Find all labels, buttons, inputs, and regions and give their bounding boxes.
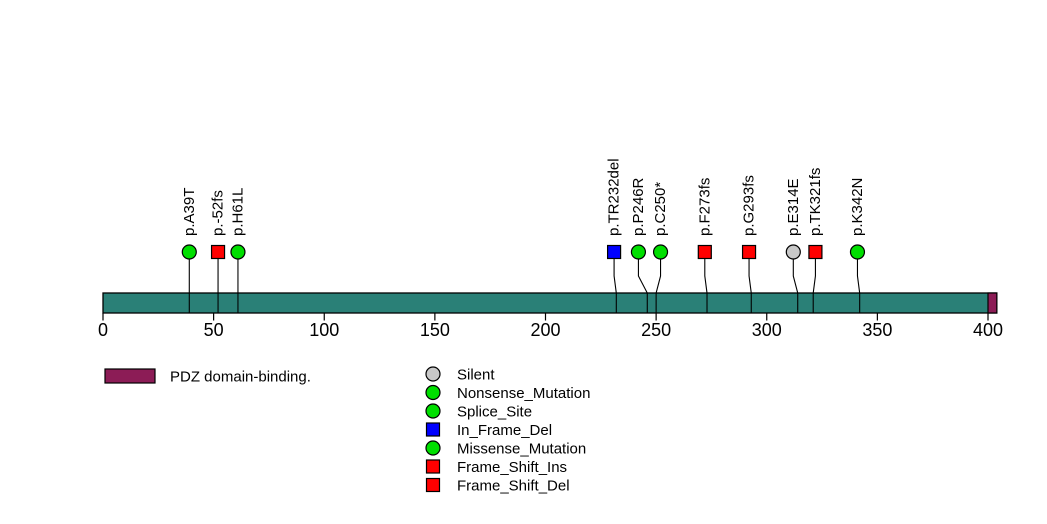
legend-circle-marker <box>425 403 441 419</box>
protein-domain <box>987 292 998 314</box>
mutation-label: p.G293fs <box>741 175 758 236</box>
mutation-label: p.TR232del <box>606 158 623 236</box>
mutation-label: p.E314E <box>785 178 802 236</box>
legend-square-marker <box>425 477 441 493</box>
mutation-stem <box>792 259 799 313</box>
legend-circle-marker <box>425 440 441 456</box>
axis-tick-label: 50 <box>204 320 224 340</box>
protein-bar <box>102 292 998 314</box>
mutation-label: p.K342N <box>849 178 866 236</box>
legend-square-marker <box>425 459 441 474</box>
legend-domain-swatch <box>104 368 156 384</box>
legend-label: Missense_Mutation <box>457 440 586 457</box>
mutation-label: p.A39T <box>181 188 198 236</box>
axis-tick-label: 350 <box>862 320 892 340</box>
mutation-marker <box>652 244 669 260</box>
legend-circle-marker <box>425 366 441 382</box>
mutation-label: p.P246R <box>630 177 647 236</box>
legend-label: Frame_Shift_Del <box>457 477 570 494</box>
mutation-marker <box>210 244 226 260</box>
axis-tick-label: 0 <box>98 320 108 340</box>
axis-tick-label: 400 <box>973 320 1003 340</box>
mutation-marker <box>230 244 246 260</box>
mutation-label: p.F273fs <box>696 178 713 236</box>
mutation-marker <box>181 244 197 260</box>
mutation-stem <box>637 259 648 313</box>
mutation-stem <box>613 259 617 313</box>
mutation-label: p.-52fs <box>210 190 227 236</box>
legend-label: Silent <box>457 366 495 383</box>
mutation-marker <box>785 244 801 260</box>
mutation-marker <box>741 244 757 260</box>
mutation-marker <box>849 244 866 260</box>
axis-tick-label: 250 <box>641 320 671 340</box>
mutation-stem <box>856 259 861 313</box>
mutation-marker <box>630 244 647 260</box>
axis-tick-label: 150 <box>420 320 450 340</box>
mutation-label: p.H61L <box>229 188 246 236</box>
mutation-label: p.TK321fs <box>807 168 824 236</box>
axis-tick-label: 300 <box>752 320 782 340</box>
axis-tick-label: 100 <box>309 320 339 340</box>
legend-label: Frame_Shift_Ins <box>457 459 567 476</box>
mutation-marker <box>697 244 712 260</box>
mutation-stem <box>748 259 752 313</box>
mutation-stem <box>655 259 662 313</box>
mutation-marker <box>606 244 622 260</box>
legend-square-marker <box>425 422 441 437</box>
legend-label: Nonsense_Mutation <box>457 385 590 402</box>
legend-label: Splice_Site <box>457 403 532 420</box>
mutation-marker <box>808 244 823 260</box>
mutation-stem <box>812 259 816 313</box>
axis-tick-label: 200 <box>530 320 560 340</box>
legend-circle-marker <box>425 384 441 401</box>
mutation-stem <box>704 259 708 313</box>
mutation-label: p.C250* <box>652 182 669 236</box>
legend-domain-label: PDZ domain-binding. <box>170 369 311 386</box>
legend-label: In_Frame_Del <box>457 422 552 439</box>
